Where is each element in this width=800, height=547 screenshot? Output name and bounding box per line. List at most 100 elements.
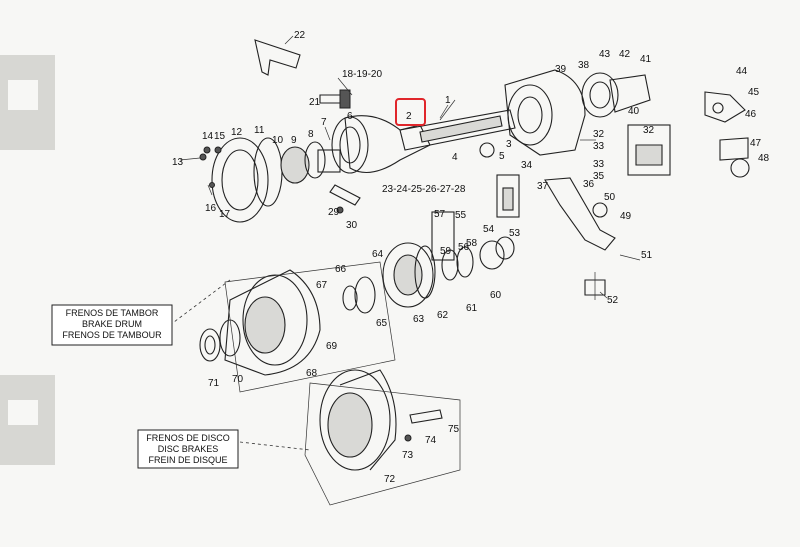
label-39: 39 <box>555 64 567 75</box>
label-35: 35 <box>593 171 605 182</box>
label-70: 70 <box>232 374 244 385</box>
label-2: 2 <box>406 111 412 122</box>
label-33b: 33 <box>593 159 605 170</box>
label-14: 14 <box>202 131 214 142</box>
label-8: 8 <box>308 129 314 140</box>
label-74: 74 <box>425 435 437 446</box>
part-40-flange <box>581 72 651 118</box>
label-72: 72 <box>384 474 396 485</box>
label-59: 59 <box>440 246 452 257</box>
scan-artifact-top <box>0 55 55 150</box>
label-12: 12 <box>231 127 243 138</box>
label-4: 4 <box>452 152 458 163</box>
label-16: 16 <box>205 203 217 214</box>
disc-assembly-outline <box>304 382 461 506</box>
part-31-housing <box>504 69 586 156</box>
scan-artifact-bottom <box>0 375 55 465</box>
part-32-detail <box>627 124 671 176</box>
part-71-seal <box>199 328 221 362</box>
label-52: 52 <box>607 295 619 306</box>
part-14-15-nuts <box>203 146 222 154</box>
label-15: 15 <box>214 131 226 142</box>
label-29: 29 <box>328 207 340 218</box>
label-65: 65 <box>376 318 388 329</box>
label-73: 73 <box>402 450 414 461</box>
part-5-ring <box>479 142 495 158</box>
disc-box-line3: FREIN DE DISQUE <box>148 455 227 465</box>
part-68-drum-hub <box>224 269 321 376</box>
label-9: 9 <box>291 135 297 146</box>
part-52-bracket <box>584 272 606 300</box>
part-49-arm <box>544 177 616 251</box>
part-37-detail <box>496 174 520 218</box>
label-33a: 33 <box>593 141 605 152</box>
part-63-hub <box>382 242 436 308</box>
label-32a: 32 <box>593 129 605 140</box>
highlight-box <box>395 98 426 126</box>
label-40: 40 <box>628 106 640 117</box>
part-47-48-plate <box>719 137 750 178</box>
label-51: 51 <box>641 250 653 261</box>
drum-box-line1: FRENOS DE TAMBOR <box>66 308 159 318</box>
label-55: 55 <box>455 210 467 221</box>
label-17: 17 <box>219 209 231 220</box>
label-49: 49 <box>620 211 632 222</box>
label-6: 6 <box>347 111 353 122</box>
drum-box-line2: BRAKE DRUM <box>82 319 142 329</box>
label-67: 67 <box>316 280 328 291</box>
label-3: 3 <box>506 139 512 150</box>
label-63: 63 <box>413 314 425 325</box>
label-44: 44 <box>736 66 748 77</box>
part-21-bolt <box>319 89 351 109</box>
label-69: 69 <box>326 341 338 352</box>
label-45: 45 <box>748 87 760 98</box>
label-36: 36 <box>583 179 595 190</box>
drum-leader <box>169 279 231 326</box>
label-13: 13 <box>172 157 184 168</box>
label-75: 75 <box>448 424 460 435</box>
part-56-59-rings <box>441 240 505 281</box>
label-50: 50 <box>604 192 616 203</box>
disc-brake-label-box: FRENOS DE DISCO DISC BRAKES FREIN DE DIS… <box>137 429 239 469</box>
label-leaders <box>324 77 641 299</box>
part-53-cap <box>495 236 515 260</box>
label-68: 68 <box>306 368 318 379</box>
label-41: 41 <box>640 54 652 65</box>
part-72-disc-hub <box>319 369 397 471</box>
label-53: 53 <box>509 228 521 239</box>
label-62: 62 <box>437 310 449 321</box>
label-18-20: 18-19-20 <box>342 69 382 80</box>
label-10: 10 <box>272 135 284 146</box>
label-42: 42 <box>619 49 631 60</box>
part-65-66-seal <box>342 276 376 314</box>
label-23-28: 23-24-25-26-27-28 <box>382 184 466 195</box>
label-56: 56 <box>458 242 470 253</box>
label-22: 22 <box>294 30 306 41</box>
label-38: 38 <box>578 60 590 71</box>
disc-box-line2: DISC BRAKES <box>158 444 219 454</box>
disc-leader <box>239 441 311 451</box>
part-12-backing-plate <box>211 137 269 223</box>
label-37: 37 <box>537 181 549 192</box>
label-57: 57 <box>434 209 446 220</box>
label-30: 30 <box>346 220 358 231</box>
part-labels: 1 2 3 4 5 6 7 8 9 10 11 12 13 14 15 16 1… <box>172 30 770 485</box>
label-60: 60 <box>490 290 502 301</box>
part-73-75-bolt <box>404 409 443 442</box>
drum-brake-label-box: FRENOS DE TAMBOR BRAKE DRUM FRENOS DE TA… <box>51 304 173 346</box>
label-5: 5 <box>499 151 505 162</box>
label-7: 7 <box>321 117 327 128</box>
label-61: 61 <box>466 303 478 314</box>
label-58: 58 <box>466 238 478 249</box>
label-54: 54 <box>483 224 495 235</box>
disc-box-line1: FRENOS DE DISCO <box>146 433 230 443</box>
part-45-46-clip <box>704 91 746 123</box>
label-11: 11 <box>254 125 265 136</box>
part-22-bracket <box>254 35 301 76</box>
label-46: 46 <box>745 109 757 120</box>
label-32b: 32 <box>643 125 655 136</box>
part-70-bearing <box>219 319 241 357</box>
label-43: 43 <box>599 49 611 60</box>
label-48: 48 <box>758 153 770 164</box>
